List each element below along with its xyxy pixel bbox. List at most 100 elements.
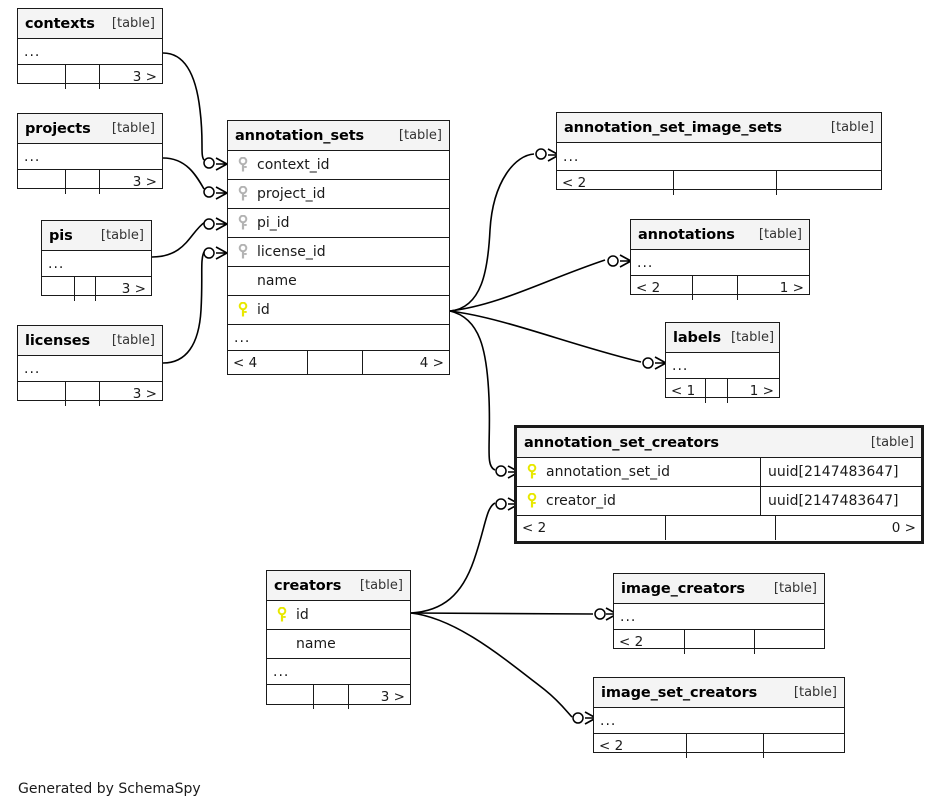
footer-cell-mid — [75, 277, 97, 301]
column-row-creators-id[interactable]: id — [267, 601, 410, 630]
table-annotations[interactable]: annotations [table] ... < 2 1 > — [630, 219, 810, 300]
foreign-key-icon — [238, 157, 248, 172]
column-type: uuid[2147483647] — [760, 487, 921, 515]
primary-key-icon — [238, 302, 248, 317]
table-ellipsis-annotations: ... — [631, 250, 809, 276]
table-header-image-set-creators: image_set_creators [table] — [594, 678, 844, 708]
table-footer-labels: < 1 1 > — [666, 379, 779, 403]
table-title-labels: labels — [673, 329, 721, 346]
table-tag-labels: [table] — [730, 330, 775, 345]
table-title-image-set-creators: image_set_creators — [601, 684, 758, 701]
table-header-labels: labels [table] — [666, 323, 779, 353]
edge-creators-annotation-set-creators — [410, 502, 496, 614]
table-title-contexts: contexts — [25, 15, 95, 32]
table-ellipsis-licenses: ... — [18, 356, 162, 382]
column-row-name[interactable]: name — [228, 267, 449, 296]
column-row-license-id[interactable]: license_id — [228, 238, 449, 267]
edge-creators-image-set-creators — [410, 612, 573, 718]
table-footer-annotation-set-image-sets: < 2 — [557, 171, 881, 195]
table-contexts[interactable]: contexts [table] ... 3 > — [17, 8, 163, 89]
footer-cell-left — [18, 170, 66, 194]
table-tag-annotation-set-image-sets: [table] — [830, 120, 874, 135]
table-image-creators[interactable]: image_creators [table] ... < 2 — [613, 573, 825, 654]
edge-pis-annotation-sets — [151, 221, 206, 258]
table-annotation-set-creators[interactable]: annotation_set_creators [table] annotati… — [514, 425, 924, 544]
column-label: name — [296, 636, 336, 652]
footer-cell-mid — [687, 734, 764, 758]
table-creators[interactable]: creators [table] id name ... 3 > — [266, 570, 411, 709]
table-title-annotations: annotations — [638, 226, 735, 243]
edge-annotation-sets-labels — [449, 310, 642, 363]
table-ellipsis-creators: ... — [267, 659, 410, 685]
table-ellipsis-image-creators: ... — [614, 604, 824, 630]
table-title-pis: pis — [49, 227, 73, 244]
column-row-project-id[interactable]: project_id — [228, 180, 449, 209]
table-tag-image-set-creators: [table] — [793, 685, 837, 700]
table-title-licenses: licenses — [25, 332, 90, 349]
footer-cell-left: < 2 — [594, 734, 687, 758]
column-row-context-id[interactable]: context_id — [228, 151, 449, 180]
column-row-pi-id[interactable]: pi_id — [228, 209, 449, 238]
footer-cell-mid — [666, 516, 776, 540]
table-ellipsis-labels: ... — [666, 353, 779, 379]
footer-cell-left: < 2 — [631, 276, 694, 300]
table-annotation-sets[interactable]: annotation_sets [table] context_id — [227, 120, 450, 375]
table-header-image-creators: image_creators [table] — [614, 574, 824, 604]
primary-key-icon — [277, 607, 287, 622]
edge-annotation-sets-creators-link — [449, 310, 496, 471]
table-header-pis: pis [table] — [42, 221, 151, 251]
footer-cell-right: 3 > — [132, 386, 157, 402]
table-tag-image-creators: [table] — [773, 581, 817, 596]
table-header-creators: creators [table] — [267, 571, 410, 601]
footer-cell-mid — [706, 379, 729, 403]
edge-contexts-annotation-sets — [162, 52, 205, 161]
footer-cell-left: < 1 — [666, 379, 706, 403]
table-annotation-set-image-sets[interactable]: annotation_set_image_sets [table] ... < … — [556, 112, 882, 195]
footer-cell-right: 1 > — [779, 280, 804, 296]
footer-cell-left: < 2 — [614, 630, 686, 654]
column-label: context_id — [257, 157, 330, 173]
footer-cell-mid — [685, 630, 755, 654]
table-labels[interactable]: labels [table] ... < 1 1 > — [665, 322, 780, 403]
table-title-image-creators: image_creators — [621, 580, 745, 597]
column-type: uuid[2147483647] — [760, 458, 921, 486]
table-footer-pis: 3 > — [42, 277, 151, 301]
footer-cell-mid — [693, 276, 738, 300]
table-header-annotation-set-creators: annotation_set_creators [table] — [517, 428, 921, 458]
footer-cell-right — [777, 171, 881, 195]
primary-key-icon — [527, 464, 537, 479]
edge-annotation-sets-image-sets — [449, 153, 535, 312]
column-label: name — [257, 273, 297, 289]
column-row-annotation-set-id[interactable]: annotation_set_id uuid[2147483647] — [517, 458, 921, 487]
column-row-id[interactable]: id — [228, 296, 449, 325]
column-label: annotation_set_id — [546, 464, 670, 480]
table-pis[interactable]: pis [table] ... 3 > — [41, 220, 152, 301]
footer-cell-left: < 4 — [228, 351, 308, 375]
table-footer-licenses: 3 > — [18, 382, 162, 406]
table-header-projects: projects [table] — [18, 114, 162, 144]
table-title-annotation-set-creators: annotation_set_creators — [524, 434, 719, 451]
table-image-set-creators[interactable]: image_set_creators [table] ... < 2 — [593, 677, 845, 758]
footer-cell-right: 3 > — [380, 689, 405, 705]
footer-cell-left — [42, 277, 75, 301]
footer-cell-left — [18, 382, 66, 406]
footer-cell-mid — [674, 171, 778, 195]
table-footer-image-set-creators: < 2 — [594, 734, 844, 758]
column-row-creators-name[interactable]: name — [267, 630, 410, 659]
table-header-licenses: licenses [table] — [18, 326, 162, 356]
primary-key-icon — [527, 493, 537, 508]
table-ellipsis-pis: ... — [42, 251, 151, 277]
footer-cell-right — [764, 734, 844, 758]
table-footer-contexts: 3 > — [18, 65, 162, 89]
table-footer-annotation-set-creators: < 2 0 > — [517, 516, 921, 540]
table-licenses[interactable]: licenses [table] ... 3 > — [17, 325, 163, 406]
table-projects[interactable]: projects [table] ... 3 > — [17, 113, 163, 194]
table-tag-annotations: [table] — [758, 227, 802, 242]
foreign-key-icon — [238, 244, 248, 259]
table-footer-annotation-sets: < 4 4 > — [228, 351, 449, 375]
footer-cell-mid — [66, 170, 101, 194]
footer-cell-mid — [66, 65, 101, 89]
table-tag-annotation-set-creators: [table] — [870, 435, 914, 450]
column-row-creator-id[interactable]: creator_id uuid[2147483647] — [517, 487, 921, 516]
